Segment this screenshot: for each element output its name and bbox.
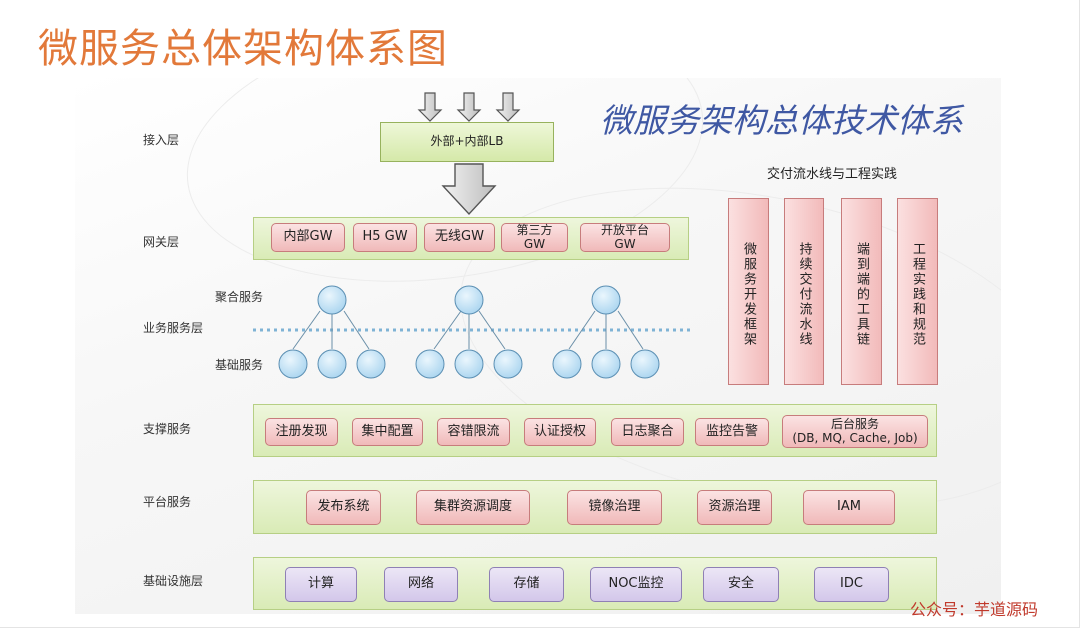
practice-column-engineering-norms: 工程实践和规范 (897, 198, 938, 385)
practice-column-toolchain: 端到端的工具链 (841, 198, 882, 385)
support-node-backend: 后台服务 (DB, MQ, Cache, Job) (782, 415, 928, 448)
down-arrow-icon (441, 163, 497, 216)
diagram-graphics (253, 92, 691, 379)
aggregate-service-node (454, 285, 484, 315)
practice-title: 交付流水线与工程实践 (767, 167, 898, 182)
platform-node-release: 发布系统 (306, 490, 381, 525)
basic-service-node (317, 349, 347, 379)
gateway-node-internal: 内部GW (271, 223, 345, 252)
architecture-slide: 微服务架构总体技术体系 接入层 网关层 业务服务层 支撑服务 平台服务 基础设施… (75, 78, 1001, 614)
layer-label-business: 业务服务层 (143, 321, 204, 335)
basic-service-node (278, 349, 308, 379)
incoming-arrow-icon (456, 92, 482, 122)
support-node-fault-tolerance: 容错限流 (437, 418, 510, 446)
aggregate-service-node (591, 285, 621, 315)
layer-label-infra: 基础设施层 (143, 574, 204, 588)
support-node-monitoring: 监控告警 (695, 418, 769, 446)
access-lb-node: 外部+内部LB (380, 122, 554, 162)
infra-node-compute: 计算 (285, 567, 357, 602)
layer-label-platform: 平台服务 (143, 495, 192, 509)
slide-title: 微服务架构总体技术体系 (600, 101, 963, 140)
gateway-node-wireless: 无线GW (424, 223, 495, 252)
support-node-registry: 注册发现 (265, 418, 338, 446)
sublabel-aggregate: 聚合服务 (215, 290, 264, 304)
incoming-arrow-icon (495, 92, 521, 122)
layer-label-access: 接入层 (143, 133, 180, 147)
basic-service-node (356, 349, 386, 379)
aggregate-service-node (317, 285, 347, 315)
incoming-arrow-icon (417, 92, 443, 122)
infra-node-network: 网络 (384, 567, 458, 602)
support-node-logging: 日志聚合 (611, 418, 684, 446)
gateway-node-third-party: 第三方 GW (501, 223, 568, 252)
platform-node-resource: 资源治理 (697, 490, 772, 525)
basic-service-node (415, 349, 445, 379)
infra-node-noc: NOC监控 (590, 567, 682, 602)
infra-node-security: 安全 (703, 567, 779, 602)
cluster-connectors (292, 310, 644, 350)
page-title: 微服务总体架构体系图 (38, 26, 448, 72)
basic-service-node (591, 349, 621, 379)
gateway-node-h5: H5 GW (353, 223, 417, 252)
platform-node-iam: IAM (803, 490, 895, 525)
practice-column-delivery-pipeline: 持续交付流水线 (784, 198, 824, 385)
support-node-config: 集中配置 (352, 418, 423, 446)
infra-node-storage: 存储 (489, 567, 564, 602)
support-node-auth: 认证授权 (524, 418, 596, 446)
basic-service-node (493, 349, 523, 379)
basic-service-node (552, 349, 582, 379)
platform-node-image: 镜像治理 (567, 490, 662, 525)
layer-label-gateway: 网关层 (143, 235, 180, 249)
practice-column-dev-framework: 微服务开发框架 (728, 198, 769, 385)
sublabel-basic: 基础服务 (215, 358, 264, 372)
basic-service-node (630, 349, 660, 379)
infra-node-idc: IDC (814, 567, 889, 602)
gateway-node-open-platform: 开放平台 GW (580, 223, 670, 252)
watermark: 公众号：芋道源码 (910, 600, 1039, 619)
basic-service-node (454, 349, 484, 379)
platform-node-scheduler: 集群资源调度 (416, 490, 530, 525)
layer-label-support: 支撑服务 (143, 422, 192, 436)
